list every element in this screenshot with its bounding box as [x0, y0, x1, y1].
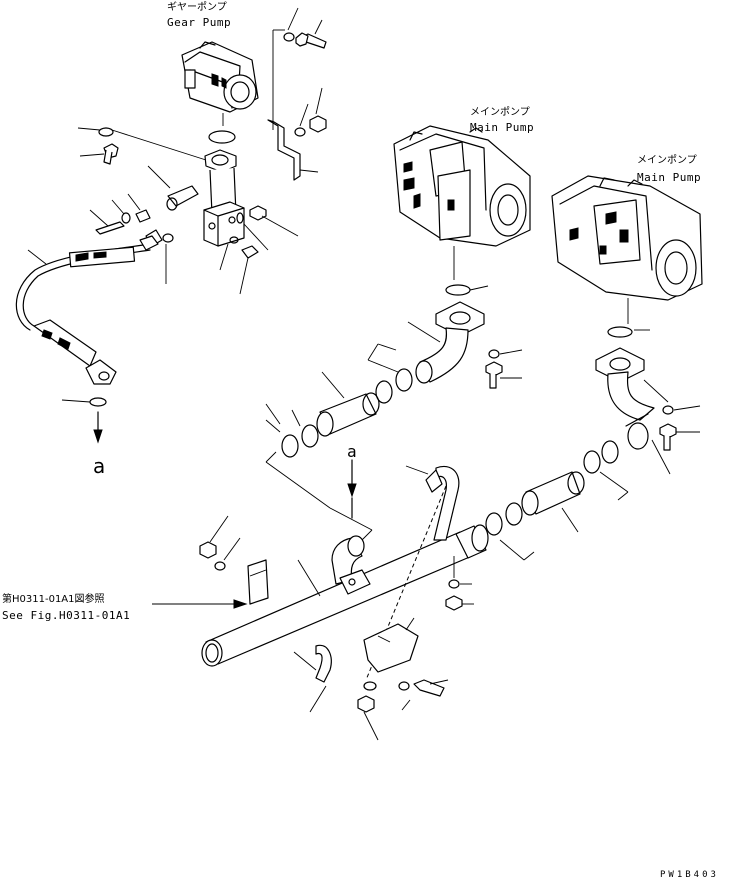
view-a-label-arrow: a [347, 442, 358, 461]
main-pump-1-elbow [407, 301, 485, 384]
main-pump-2-clamps [485, 440, 629, 561]
gear-pump-fasteners [267, 7, 327, 181]
view-a-arrow [347, 459, 447, 681]
main-pump-2-o-ring [607, 326, 633, 338]
main-pump-1-drawing [393, 125, 531, 280]
lower-left-parts [152, 515, 332, 713]
gear-pump-drawing [181, 41, 259, 126]
reference-label-en: See Fig.H0311-01A1 [2, 609, 131, 622]
main-pump-1-label-jp: メインポンプ [470, 107, 530, 118]
gear-pump-label-jp: ギヤーポンプ [167, 2, 227, 13]
reference-label-jp: 第H0311-01A1図参照 [2, 594, 105, 605]
main-pump-1-label-en: Main Pump [470, 121, 535, 134]
main-pump-2-fasteners [659, 405, 701, 451]
main-pump-2-drawing [551, 175, 703, 324]
drawing-code: PW1B403 [660, 870, 719, 880]
left-small-parts [77, 127, 299, 295]
view-a-label-bottom: a [93, 454, 106, 478]
lower-right-parts [357, 556, 474, 741]
main-pump-1-o-ring [445, 284, 471, 296]
main-pump-2-label-en: Main Pump [637, 171, 702, 184]
drain-hose [15, 235, 159, 444]
gear-pump-label-en: Gear Pump [167, 16, 232, 29]
gear-pump-suction-pipe [166, 149, 245, 247]
main-pump-1-clamps [265, 343, 413, 458]
main-pump-1-fasteners [485, 349, 523, 389]
suction-tube [201, 465, 489, 667]
main-pump-2-label-jp: メインポンプ [637, 155, 697, 166]
center-leaders [265, 451, 373, 541]
main-pump-2-elbow [595, 347, 671, 475]
gear-pump-o-ring [208, 130, 236, 144]
